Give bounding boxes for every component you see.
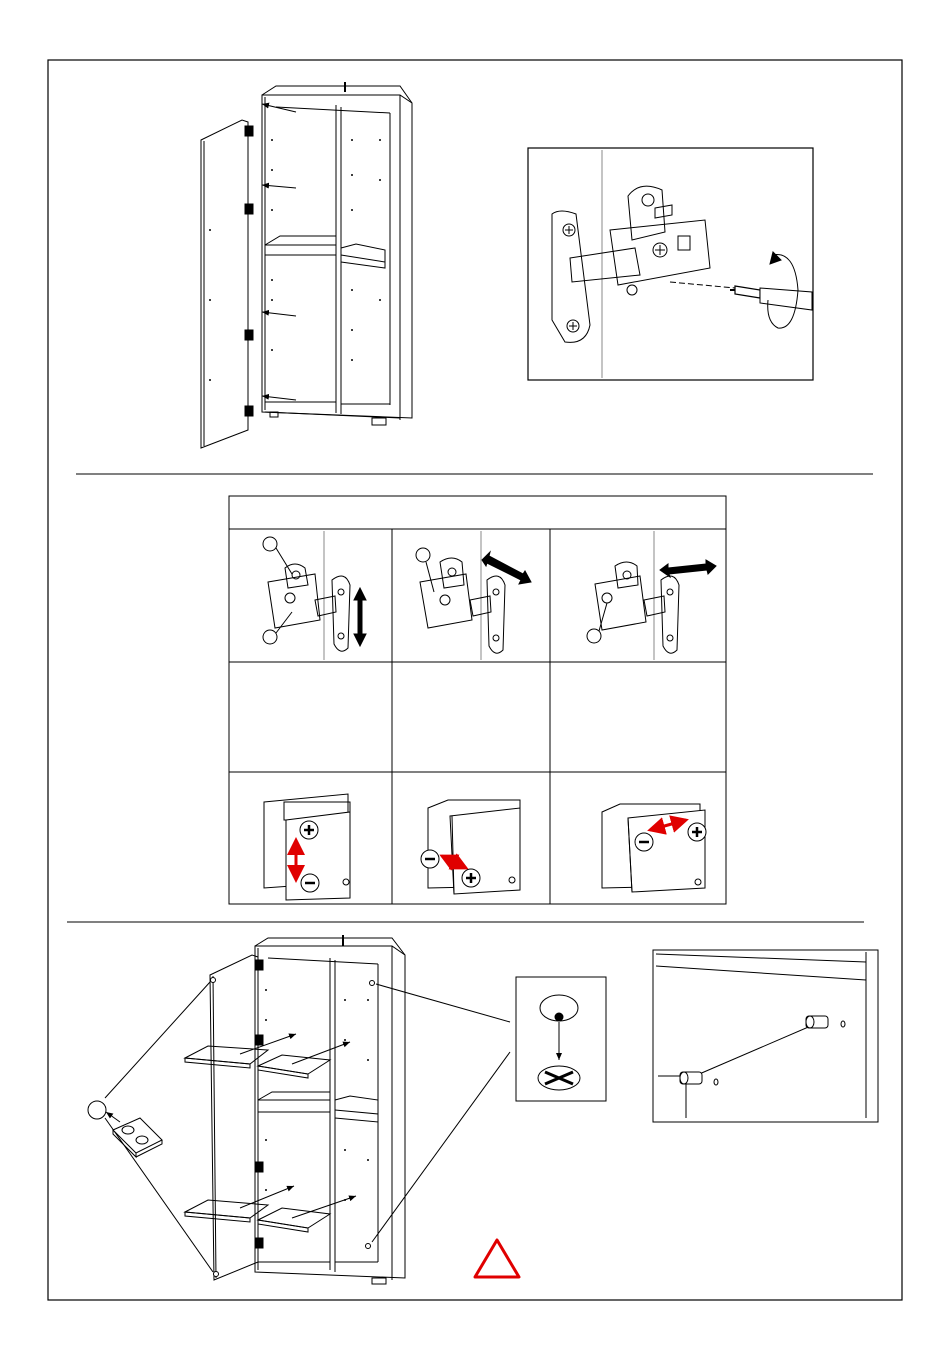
page-frame <box>48 60 902 1300</box>
door-height-result <box>264 794 350 900</box>
hinge-screwdriver-detail-drawing <box>528 148 813 380</box>
door-depth-result <box>421 800 520 894</box>
cabinet-door-mounting-drawing <box>201 82 412 448</box>
door-side-result <box>602 804 706 892</box>
bumper-pad-sheet <box>88 1101 162 1157</box>
hinge-adjust-side <box>587 531 716 660</box>
shelf-support-pin-detail <box>653 950 878 1122</box>
hinge-adjust-height <box>263 531 366 660</box>
cabinet-shelf-install-drawing <box>105 935 510 1284</box>
hinge-adjust-depth <box>416 531 531 660</box>
warning-triangle-icon <box>475 1240 519 1277</box>
bumper-pad-detail <box>516 977 606 1101</box>
